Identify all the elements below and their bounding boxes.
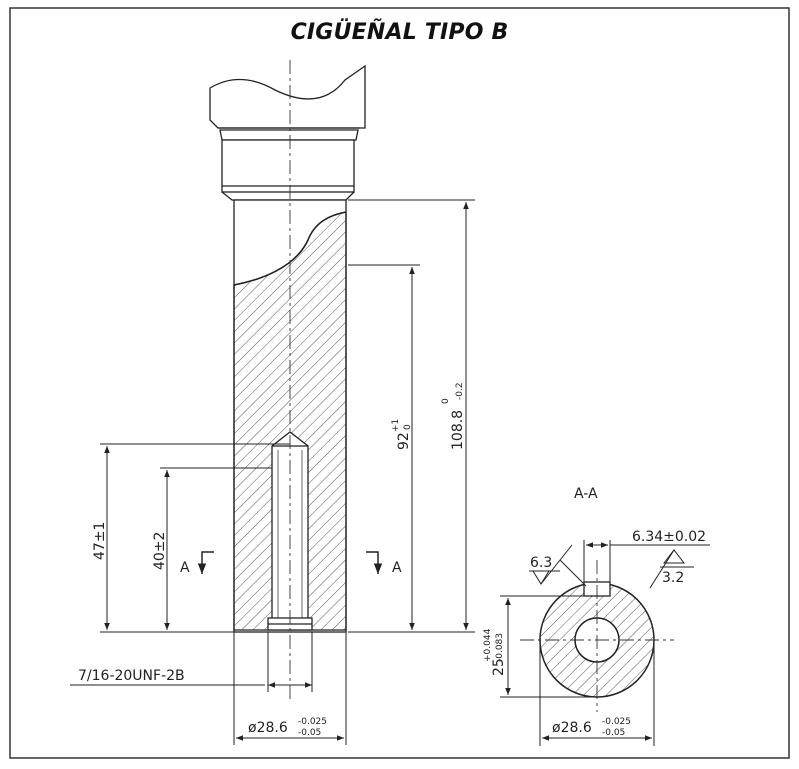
thread-spec-leader bbox=[70, 632, 313, 692]
dim-thread-depth-label: 40±2 bbox=[152, 532, 168, 570]
dim-thread-depth bbox=[160, 467, 272, 630]
dim-total-length-lower-tol: -0.2 bbox=[455, 382, 465, 400]
dim-hole-depth bbox=[100, 443, 290, 633]
dim-key-depth-upper-tol: +0.044 bbox=[483, 628, 493, 662]
roughness-left-label: 6.3 bbox=[530, 555, 552, 571]
dim-total-length bbox=[348, 199, 475, 633]
dim-key-depth bbox=[500, 595, 597, 698]
dim-bore-depth-base: 92 bbox=[396, 432, 412, 450]
dim-key-depth-base: 25 bbox=[491, 658, 507, 676]
dim-total-length-upper-tol: 0 bbox=[441, 398, 451, 404]
dim-bore-depth-lower-tol: 0 bbox=[403, 424, 413, 430]
drawing-title: CIGÜEÑAL TIPO B bbox=[290, 20, 509, 45]
dim-section-diameter bbox=[539, 640, 655, 746]
section-marker-left-label: A bbox=[180, 560, 190, 576]
section-marker-right-label: A bbox=[392, 560, 402, 576]
dim-shaft-diameter-upper-tol: -0.025 bbox=[298, 717, 327, 727]
section-view bbox=[520, 560, 674, 712]
shaft-side-view bbox=[209, 64, 366, 633]
dim-bore-depth-upper-tol: +1 bbox=[391, 419, 401, 432]
dim-section-diameter-base: ø28.6 bbox=[552, 720, 592, 736]
dim-section-diameter-upper-tol: -0.025 bbox=[602, 717, 631, 727]
dim-total-length-base: 108.8 bbox=[450, 410, 466, 450]
section-view-title: A-A bbox=[574, 486, 598, 502]
dim-shaft-diameter-lower-tol: -0.05 bbox=[298, 728, 321, 738]
thread-spec-label: 7/16-20UNF-2B bbox=[78, 668, 185, 684]
section-marker-left bbox=[197, 551, 214, 574]
dim-section-diameter-lower-tol: -0.05 bbox=[602, 728, 625, 738]
dim-key-width bbox=[583, 540, 710, 582]
dim-key-depth-lower-tol: -0.083 bbox=[495, 633, 505, 662]
roughness-symbol-left bbox=[529, 544, 587, 587]
roughness-symbol-right bbox=[649, 549, 694, 589]
dim-key-width-label: 6.34±0.02 bbox=[632, 529, 706, 545]
dim-bore-depth bbox=[348, 264, 420, 630]
roughness-right-label: 3.2 bbox=[662, 570, 684, 586]
dim-hole-depth-label: 47±1 bbox=[92, 522, 108, 560]
dim-shaft-diameter-base: ø28.6 bbox=[248, 720, 288, 736]
section-marker-right bbox=[366, 551, 383, 574]
dim-shaft-diameter bbox=[233, 632, 347, 745]
page-frame bbox=[9, 7, 790, 759]
